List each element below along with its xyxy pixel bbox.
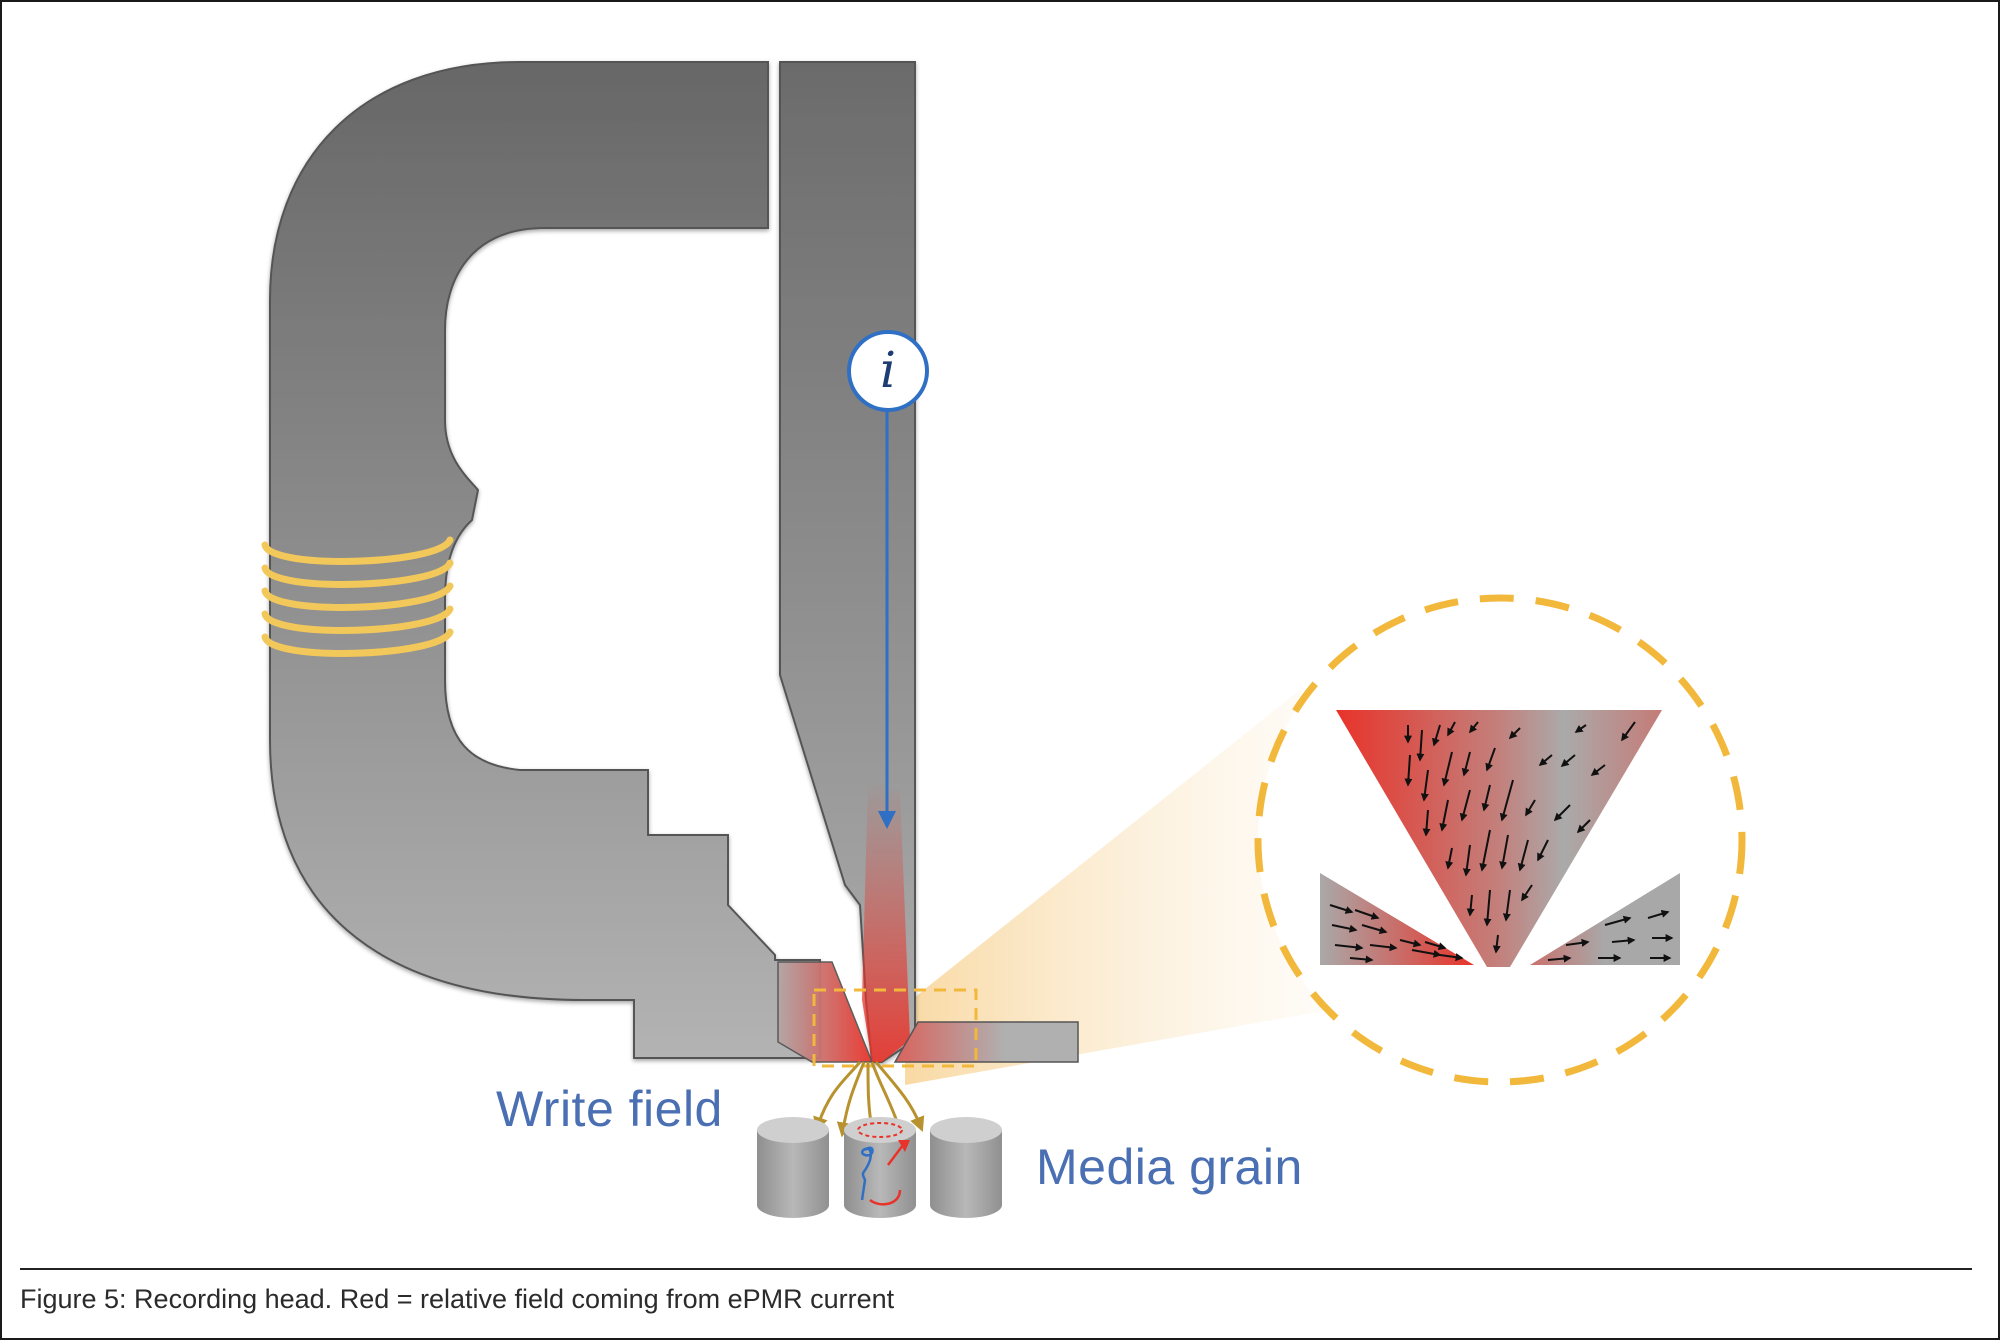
media-grains [757,1117,1002,1218]
coil-turn [261,559,454,588]
coil-turn [261,605,454,634]
media-grain-left [757,1117,829,1218]
leading-shield [777,961,874,1063]
coil-turn [261,536,454,565]
trailing-shield [893,1021,1079,1063]
media-grain-right [930,1117,1002,1218]
magnified-view [1254,594,1746,1086]
figure-caption: Figure 5: Recording head. Red = relative… [20,1284,895,1314]
current-badge-label: i [880,341,896,399]
caption-divider [20,1268,1972,1270]
return-yoke [269,61,821,1059]
magnified-pole-tip [1336,710,1662,967]
magnified-leading-shield [1320,873,1474,965]
coil-turn [261,628,454,657]
magnetization-arrows [1329,721,1674,964]
field-line [813,1061,862,1133]
media-grain-center [844,1117,916,1218]
media-grain-label: Media grain [1036,1139,1303,1195]
current-badge-circle [847,330,929,412]
magnified-trailing-shield [1530,873,1680,965]
coil [261,536,454,657]
zoom-region-box [812,988,978,1068]
grain-precession [857,1122,903,1138]
callout-cone [905,690,1330,1085]
spin-precession-red [869,1144,904,1206]
spin-precession-blue [860,1146,874,1201]
field-line [836,1061,866,1138]
coil-turn [261,582,454,611]
field-line [874,1061,925,1132]
write-field-label: Write field [496,1081,723,1137]
